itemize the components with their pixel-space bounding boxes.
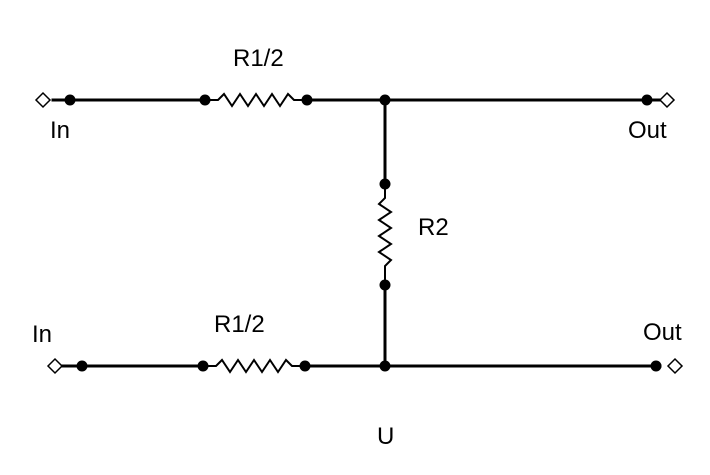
top-rail (34, 91, 676, 109)
shunt-branch (377, 98, 393, 368)
top-left-terminal-icon (34, 91, 52, 109)
bottom-resistor-label: R1/2 (214, 311, 265, 338)
top-right-terminal-label: Out (628, 117, 667, 144)
bottom-node-label: U (377, 423, 394, 450)
top-left-terminal-node (64, 94, 76, 106)
bottom-resistor-left-node (197, 360, 209, 372)
bottom-left-terminal-label: In (32, 321, 52, 348)
top-left-terminal-label: In (50, 117, 70, 144)
shunt-resistor-label: R2 (418, 214, 449, 241)
bottom-left-terminal-icon (46, 357, 64, 375)
bottom-rail (46, 357, 684, 375)
bottom-right-terminal-node (650, 360, 662, 372)
bottom-left-terminal-node (76, 360, 88, 372)
top-resistor-label: R1/2 (233, 45, 284, 72)
top-resistor-zigzag (205, 92, 307, 108)
top-resistor-right-node (301, 94, 313, 106)
shunt-resistor-bottom-node (379, 279, 391, 291)
top-resistor-left-node (199, 94, 211, 106)
top-right-terminal-icon (658, 91, 676, 109)
top-right-terminal-node (641, 94, 653, 106)
bottom-resistor-zigzag (203, 358, 305, 374)
bottom-right-terminal-label: Out (643, 319, 682, 346)
bottom-right-terminal-icon (666, 357, 684, 375)
shunt-resistor-zigzag (377, 184, 393, 285)
bottom-junction-node (379, 360, 391, 372)
bottom-resistor-right-node (299, 360, 311, 372)
shunt-resistor-top-node (379, 178, 391, 190)
